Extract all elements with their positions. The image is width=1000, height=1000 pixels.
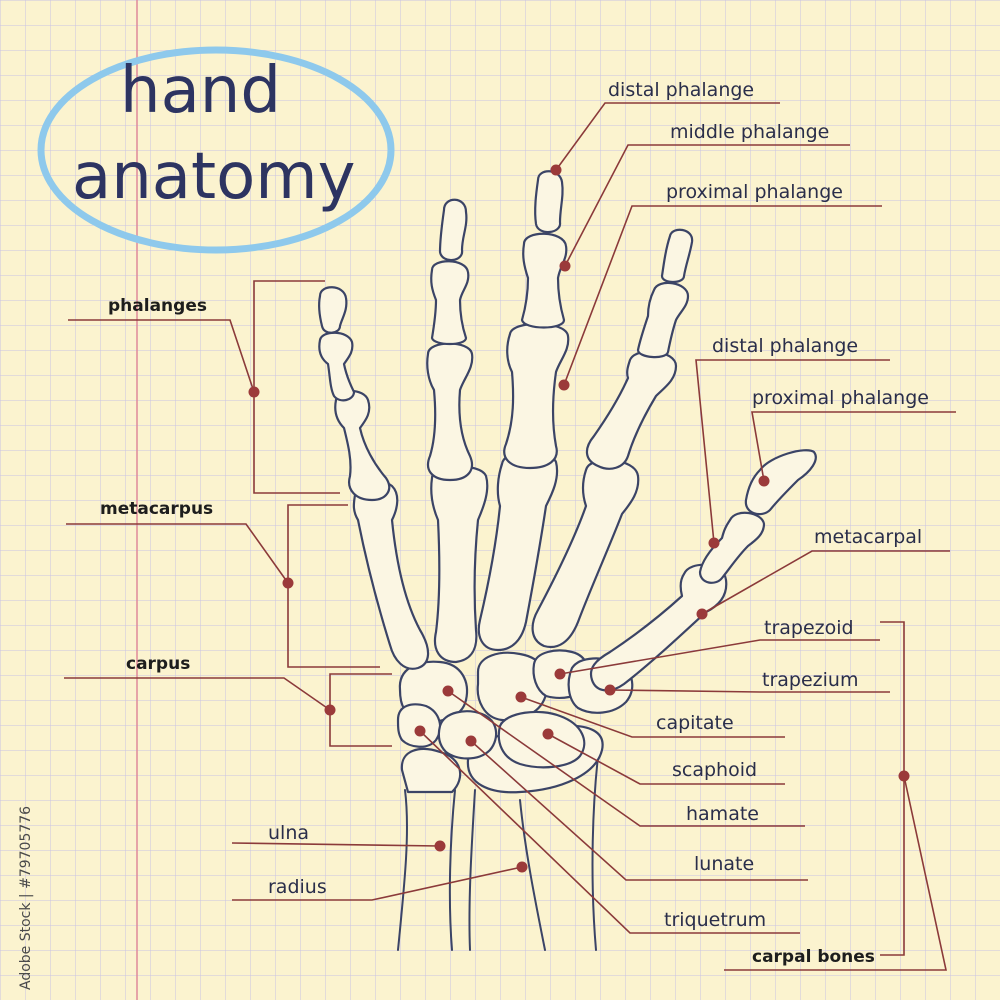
metacarpal-middle bbox=[477, 450, 559, 652]
leader-hamate bbox=[447, 690, 805, 827]
ulna-bone-right-edge bbox=[448, 789, 456, 951]
title-ring bbox=[37, 46, 395, 254]
thumb-proximal-phalanx bbox=[698, 511, 766, 584]
label-trapezium: trapezium bbox=[762, 669, 858, 691]
label-radius: radius bbox=[268, 876, 327, 898]
radius-bone-left-edge bbox=[468, 789, 476, 951]
dot-scaphoid bbox=[542, 728, 554, 740]
dot-hamate bbox=[442, 685, 454, 697]
leader-scaphoid bbox=[547, 733, 785, 785]
label-proximal-phalange-middle: proximal phalange bbox=[666, 181, 843, 203]
little-distal-phalanx bbox=[318, 286, 348, 334]
watermark: Adobe Stock | #79705776 bbox=[18, 806, 34, 990]
middle-distal-phalanx bbox=[534, 170, 564, 234]
label-scaphoid: scaphoid bbox=[672, 759, 757, 781]
lunate-bone bbox=[437, 710, 498, 760]
leader-lunate bbox=[470, 740, 808, 881]
label-carpal-bones: carpal bones bbox=[752, 947, 875, 967]
label-phalanges: phalanges bbox=[108, 296, 207, 316]
leader-metacarpal bbox=[701, 550, 950, 615]
dot-lunate bbox=[465, 735, 477, 747]
dot-distal-phalange-middle bbox=[550, 164, 562, 176]
title-line-1: hand bbox=[120, 54, 281, 128]
dot-capitate bbox=[515, 691, 527, 703]
dot-proximal-phalange-middle bbox=[558, 379, 570, 391]
label-distal-phalange-thumb: distal phalange bbox=[712, 335, 858, 357]
leader-distal-phalange-middle bbox=[555, 102, 780, 171]
label-trapezoid: trapezoid bbox=[764, 617, 854, 639]
label-middle-phalange: middle phalange bbox=[670, 121, 829, 143]
ring-proximal-phalanx bbox=[426, 342, 474, 482]
dot-triquetrum bbox=[414, 725, 426, 737]
little-proximal-phalanx bbox=[334, 389, 391, 502]
middle-middle-phalanx bbox=[520, 232, 568, 329]
radius-bone-right-edge bbox=[591, 739, 601, 951]
labels: distal phalange middle phalange proximal… bbox=[100, 79, 929, 967]
marker-dots bbox=[248, 164, 910, 873]
leader-distal-phalange-thumb bbox=[695, 359, 890, 544]
metacarpal-index bbox=[531, 458, 640, 649]
leader-carpal-bones bbox=[724, 775, 947, 971]
dot-trapezoid bbox=[554, 668, 566, 680]
radius-inner-line bbox=[519, 799, 546, 951]
bracket-carpal-bones bbox=[880, 621, 905, 956]
index-middle-phalanx bbox=[636, 281, 690, 359]
label-lunate: lunate bbox=[694, 853, 754, 875]
title-line-2: anatomy bbox=[72, 140, 355, 214]
ring-middle-phalanx bbox=[430, 260, 470, 346]
middle-proximal-phalanx bbox=[503, 322, 570, 470]
dot-radius bbox=[516, 861, 528, 873]
leader-proximal-phalange-middle bbox=[563, 205, 882, 386]
leader-ulna bbox=[231, 842, 441, 847]
leader-trapezium bbox=[609, 689, 890, 693]
leader-proximal-phalange-thumb bbox=[751, 411, 956, 482]
leader-lines bbox=[64, 102, 956, 971]
thumb-distal-phalanx bbox=[744, 449, 817, 516]
metacarpal-ring bbox=[430, 465, 489, 664]
hand-skeleton bbox=[318, 170, 817, 951]
label-proximal-phalange-thumb: proximal phalange bbox=[752, 387, 929, 409]
dot-metacarpal bbox=[696, 608, 708, 620]
label-metacarpal: metacarpal bbox=[814, 526, 922, 548]
leader-capitate bbox=[520, 696, 785, 738]
ulna-head bbox=[400, 747, 462, 794]
label-capitate: capitate bbox=[656, 712, 734, 734]
ulna-bone-left-edge bbox=[397, 789, 409, 951]
scaphoid-bone bbox=[497, 710, 586, 769]
label-triquetrum: triquetrum bbox=[664, 909, 766, 931]
dot-ulna bbox=[434, 840, 446, 852]
little-middle-phalanx bbox=[318, 331, 356, 402]
dot-distal-phalange-thumb bbox=[708, 537, 720, 549]
label-carpus: carpus bbox=[126, 654, 190, 674]
leader-phalanges bbox=[68, 319, 255, 393]
dot-middle-phalange bbox=[559, 260, 571, 272]
leader-metacarpus bbox=[66, 523, 289, 584]
dot-phalanges bbox=[248, 386, 260, 398]
index-distal-phalanx bbox=[660, 228, 694, 284]
leader-radius bbox=[232, 866, 523, 901]
leader-triquetrum bbox=[419, 730, 800, 934]
label-hamate: hamate bbox=[686, 803, 759, 825]
index-proximal-phalanx bbox=[585, 350, 678, 470]
label-ulna: ulna bbox=[268, 822, 309, 844]
label-metacarpus: metacarpus bbox=[100, 499, 213, 519]
dot-carpal-bones bbox=[898, 770, 910, 782]
metacarpal-little bbox=[352, 479, 430, 670]
dot-trapezium bbox=[604, 684, 616, 696]
leader-carpus bbox=[64, 677, 331, 711]
dot-proximal-phalange-thumb bbox=[758, 475, 770, 487]
label-distal-phalange-middle: distal phalange bbox=[608, 79, 754, 101]
leader-middle-phalange bbox=[564, 144, 850, 267]
ring-distal-phalanx bbox=[438, 198, 468, 262]
triquetrum-bone bbox=[396, 703, 442, 748]
leader-trapezoid bbox=[559, 639, 880, 675]
dot-carpus bbox=[324, 704, 336, 716]
dot-metacarpus bbox=[282, 577, 294, 589]
